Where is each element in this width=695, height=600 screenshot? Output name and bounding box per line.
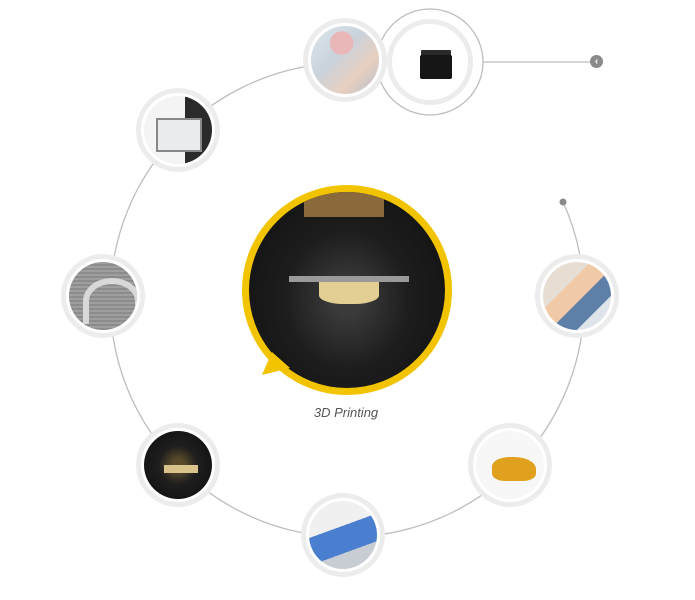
ring-end-dot [559, 198, 567, 206]
step-scanner-device[interactable] [387, 19, 473, 105]
step-finished-restoration[interactable] [468, 423, 552, 507]
step-digital-model[interactable] [61, 254, 145, 338]
step-3d-printer[interactable] [136, 423, 220, 507]
step-cad-design[interactable] [136, 88, 220, 172]
featured-step-image [242, 185, 452, 395]
featured-step-label: 3D Printing [313, 405, 379, 420]
step-post-processing[interactable] [301, 493, 385, 577]
step-patient-treatment[interactable] [535, 254, 619, 338]
back-chevron-icon[interactable]: ‹ [590, 55, 603, 68]
step-intraoral-scan[interactable] [303, 18, 387, 102]
